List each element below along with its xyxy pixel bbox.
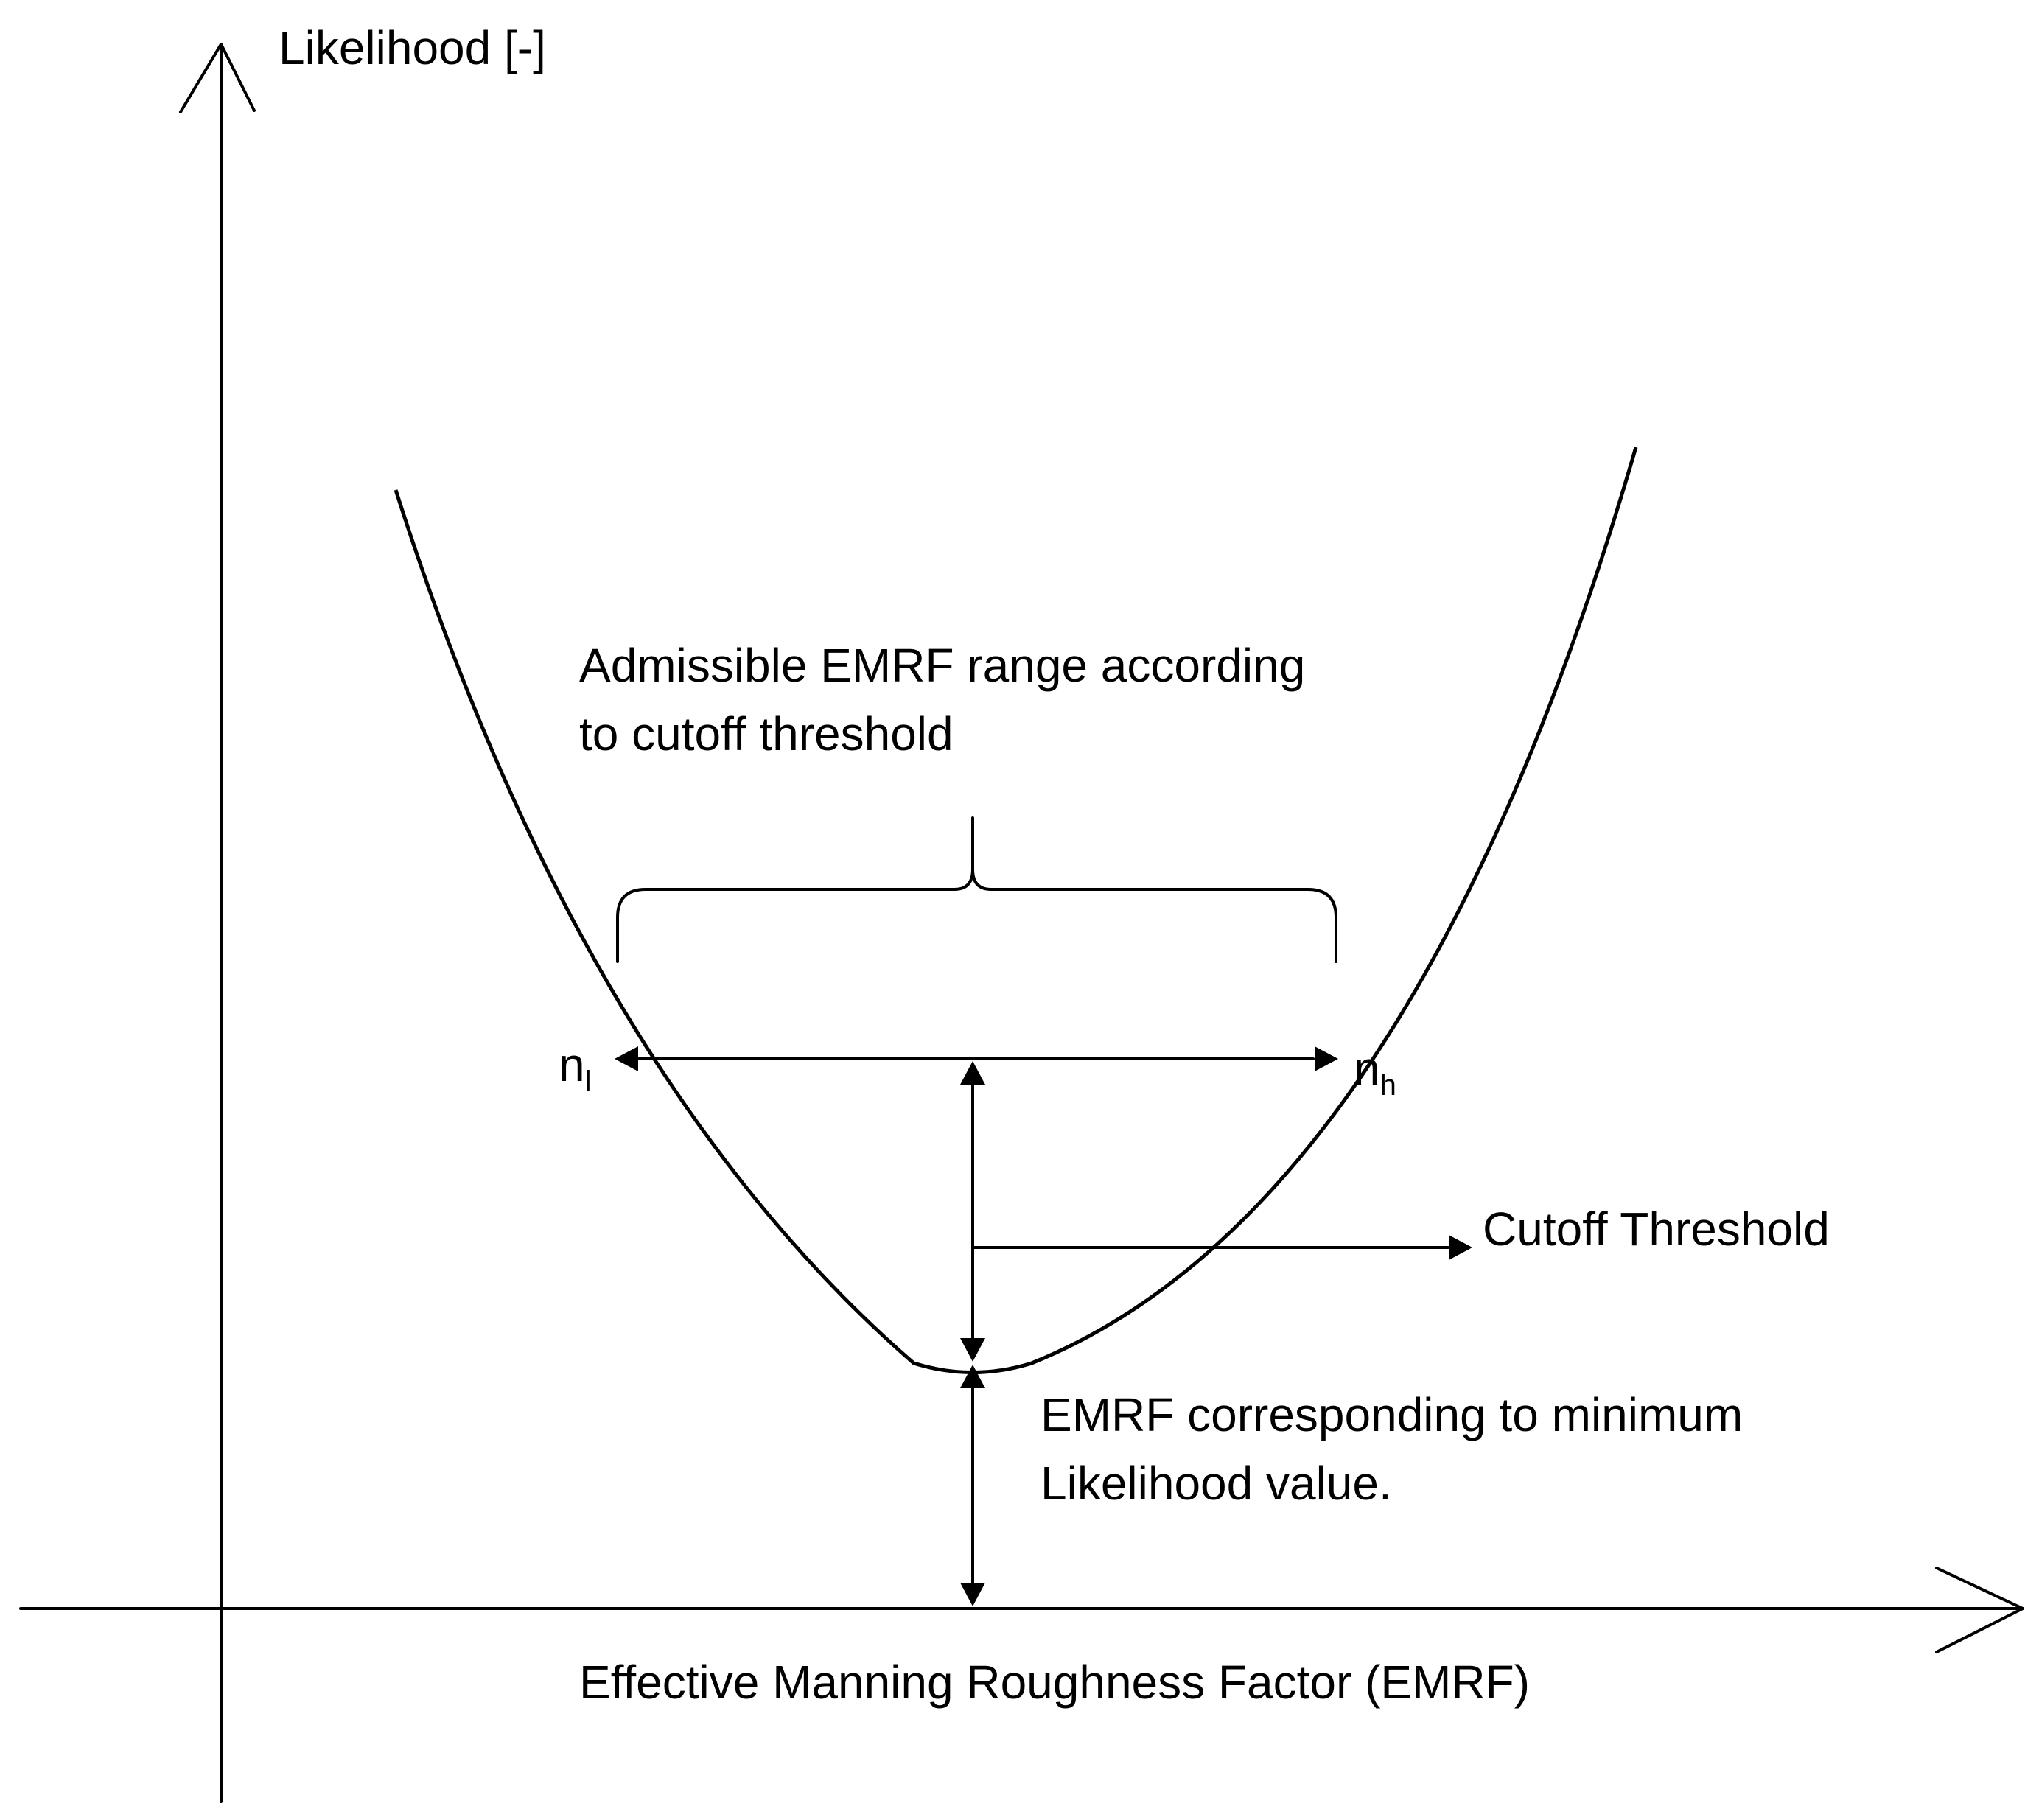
y-axis-arrowhead <box>179 43 256 113</box>
n-high-label: nh <box>1354 1042 1396 1102</box>
y-axis-label: Likelihood [-] <box>279 21 546 74</box>
n-low-base: n <box>559 1038 585 1091</box>
n-high-subscript: h <box>1380 1069 1396 1102</box>
minimum-value-arrowhead-top <box>960 1365 985 1388</box>
range-annotation-line2: to cutoff threshold <box>579 707 954 760</box>
n-high-base: n <box>1354 1042 1380 1095</box>
minimum-annotation-line1: EMRF corresponding to minimum <box>1041 1388 1743 1441</box>
cutoff-threshold-label: Cutoff Threshold <box>1483 1203 1830 1256</box>
x-axis-label: Effective Manning Roughness Factor (EMRF… <box>579 1656 1530 1709</box>
cutoff-pointer-arrowhead <box>1449 1235 1472 1260</box>
admissible-range-brace <box>616 816 1337 963</box>
cutoff-height-arrowhead-top <box>960 1061 985 1085</box>
minimum-annotation-line2: Likelihood value. <box>1041 1457 1392 1510</box>
minimum-value-arrowhead-bottom <box>960 1583 985 1606</box>
cutoff-height-arrowhead-bottom <box>960 1338 985 1362</box>
likelihood-curve <box>394 447 1638 1374</box>
admissible-range-arrowhead-right <box>1315 1046 1338 1071</box>
x-axis-arrowhead <box>1935 1567 2024 1653</box>
admissible-range-arrowhead-left <box>615 1046 638 1071</box>
range-annotation-line1: Admissible EMRF range according <box>579 639 1305 692</box>
n-low-subscript: l <box>585 1065 592 1098</box>
n-low-label: nl <box>559 1038 591 1098</box>
